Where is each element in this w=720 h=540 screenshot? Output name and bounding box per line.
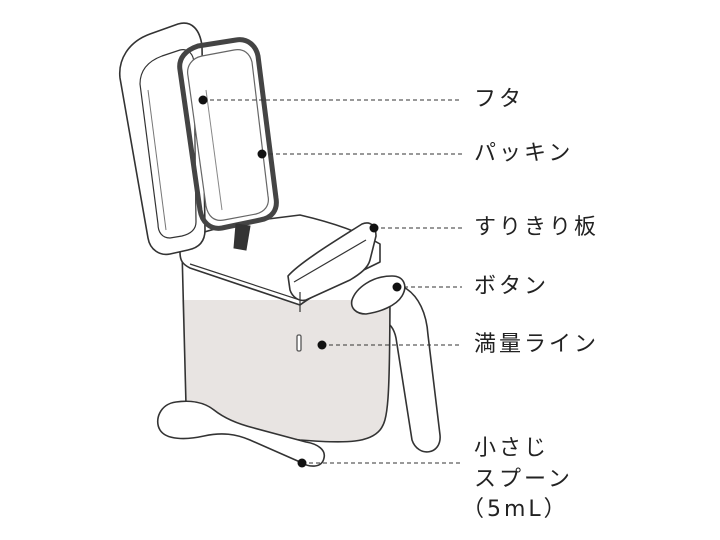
label-button: ボタン — [474, 274, 550, 299]
leader-dot-gasket — [257, 149, 267, 159]
gasket-tab — [233, 223, 251, 251]
label-spoon-line1: 小さじ — [474, 436, 550, 461]
leader-dot-fill-line — [317, 340, 327, 350]
label-gasket: パッキン — [474, 141, 574, 166]
leader-dot-lid — [198, 95, 208, 105]
measuring-spoon — [156, 400, 326, 467]
leader-dot-leveler — [369, 223, 379, 233]
label-lid: フタ — [474, 87, 525, 112]
fill-line-marker — [296, 334, 302, 352]
button-part — [350, 275, 406, 315]
label-leveler: すりきり板 — [474, 215, 600, 240]
leader-dot-spoon — [297, 458, 307, 468]
label-spoon-line2: スプーン — [474, 467, 573, 492]
label-spoon-line3: （5mL） — [462, 497, 569, 522]
label-fill-line: 満量ライン — [474, 332, 600, 357]
leveler-plate — [287, 222, 377, 302]
leader-dot-button — [392, 282, 402, 292]
container-body-lower — [182, 300, 390, 442]
gasket-frame — [177, 37, 279, 231]
